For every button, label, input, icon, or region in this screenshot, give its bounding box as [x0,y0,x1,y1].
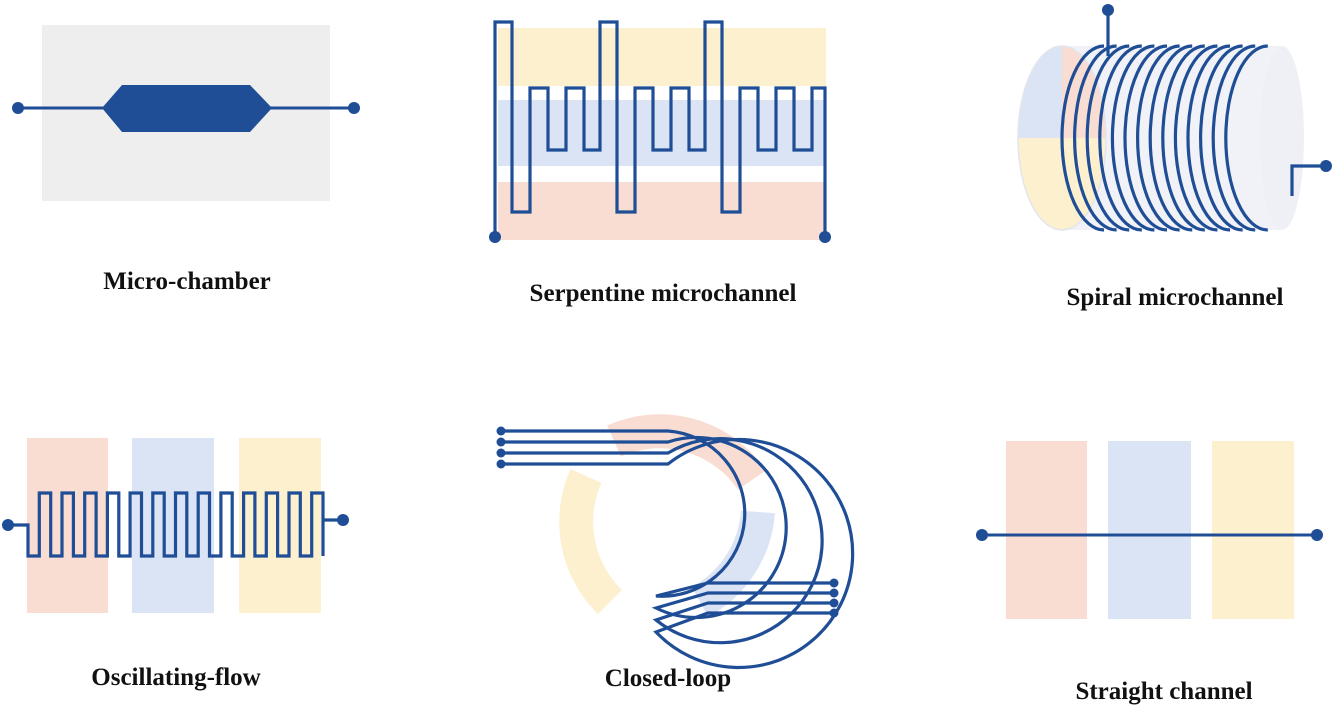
spiral-coils [1060,44,1268,232]
oscillating-inlet-port [2,519,14,531]
closed-loop-port [829,598,839,608]
straight-zone-blue [1108,441,1191,619]
closed-loop-port [829,608,839,618]
spiral-label: Spiral microchannel [1067,284,1284,311]
closed-loop-zone-yellow [559,469,623,615]
closed-loop-port [829,588,839,598]
spiral-face-outline [1017,45,1107,231]
serpentine-outlet-port [819,231,831,243]
spiral-coil-turn [1085,44,1130,232]
spiral-coil-turn [1199,44,1243,232]
spiral-coil-turn [1098,44,1142,232]
oscillating-zone-blue [132,438,214,613]
serpentine-channel [493,20,827,236]
oscillating-panel [2,438,349,613]
micro-chamber-body [102,85,272,132]
oscillating-channel [8,491,343,558]
closed-loop-ports [496,426,839,618]
straight-outlet-port [1311,529,1323,541]
spiral-coil-turn [1173,44,1218,232]
closed-loop-channels [501,429,855,669]
closed-loop-port [829,578,839,588]
spiral-coil-turn [1224,44,1268,232]
closed-loop-port [496,426,506,436]
spiral-outlet-port [1320,160,1332,172]
spiral-face-zones [1018,46,1106,230]
spiral-coil-turn [1073,44,1117,232]
spiral-coil-turn [1148,44,1193,232]
serpentine-zone-yellow [498,28,826,86]
closed-loop-port [496,437,506,447]
spiral-coil-turn [1136,44,1180,232]
serpentine-panel [489,20,831,243]
serpentine-label: Serpentine microchannel [530,280,797,307]
straight-panel [976,441,1323,619]
spiral-cylinder-end [1260,46,1304,230]
straight-label: Straight channel [1075,678,1252,705]
chamber-inlet-port [12,102,24,114]
chamber-outlet-port [348,102,360,114]
straight-zone-red [1006,441,1087,619]
spiral-coil-turn [1211,44,1256,232]
closed-loop-label: Closed-loop [605,665,731,692]
oscillating-zone-yellow [239,438,321,613]
micro-chamber-label: Micro-chamber [103,268,271,295]
closed-loop-zone-blue [691,510,775,617]
spiral-outlet-lead [1290,164,1326,196]
closed-loop-channel [501,437,855,669]
spiral-coil-turn [1123,44,1168,232]
closed-loop-port [496,459,506,469]
spiral-coil-turn [1161,44,1205,232]
spiral-coil-turn [1060,44,1105,232]
serpentine-zone-blue [498,100,826,166]
micro-chamber-panel [12,25,360,201]
spiral-coil-turn [1110,44,1155,232]
serpentine-zone-red [498,182,826,240]
spiral-panel [1017,4,1332,232]
straight-zone-yellow [1212,441,1294,619]
straight-inlet-port [976,529,988,541]
closed-loop-panel [496,414,855,669]
spiral-inlet-port [1102,4,1114,16]
oscillating-label: Oscillating-flow [91,664,260,691]
closed-loop-port [496,448,506,458]
serpentine-inlet-port [489,231,501,243]
oscillating-outlet-port [337,514,349,526]
spiral-coil-turn [1186,44,1231,232]
